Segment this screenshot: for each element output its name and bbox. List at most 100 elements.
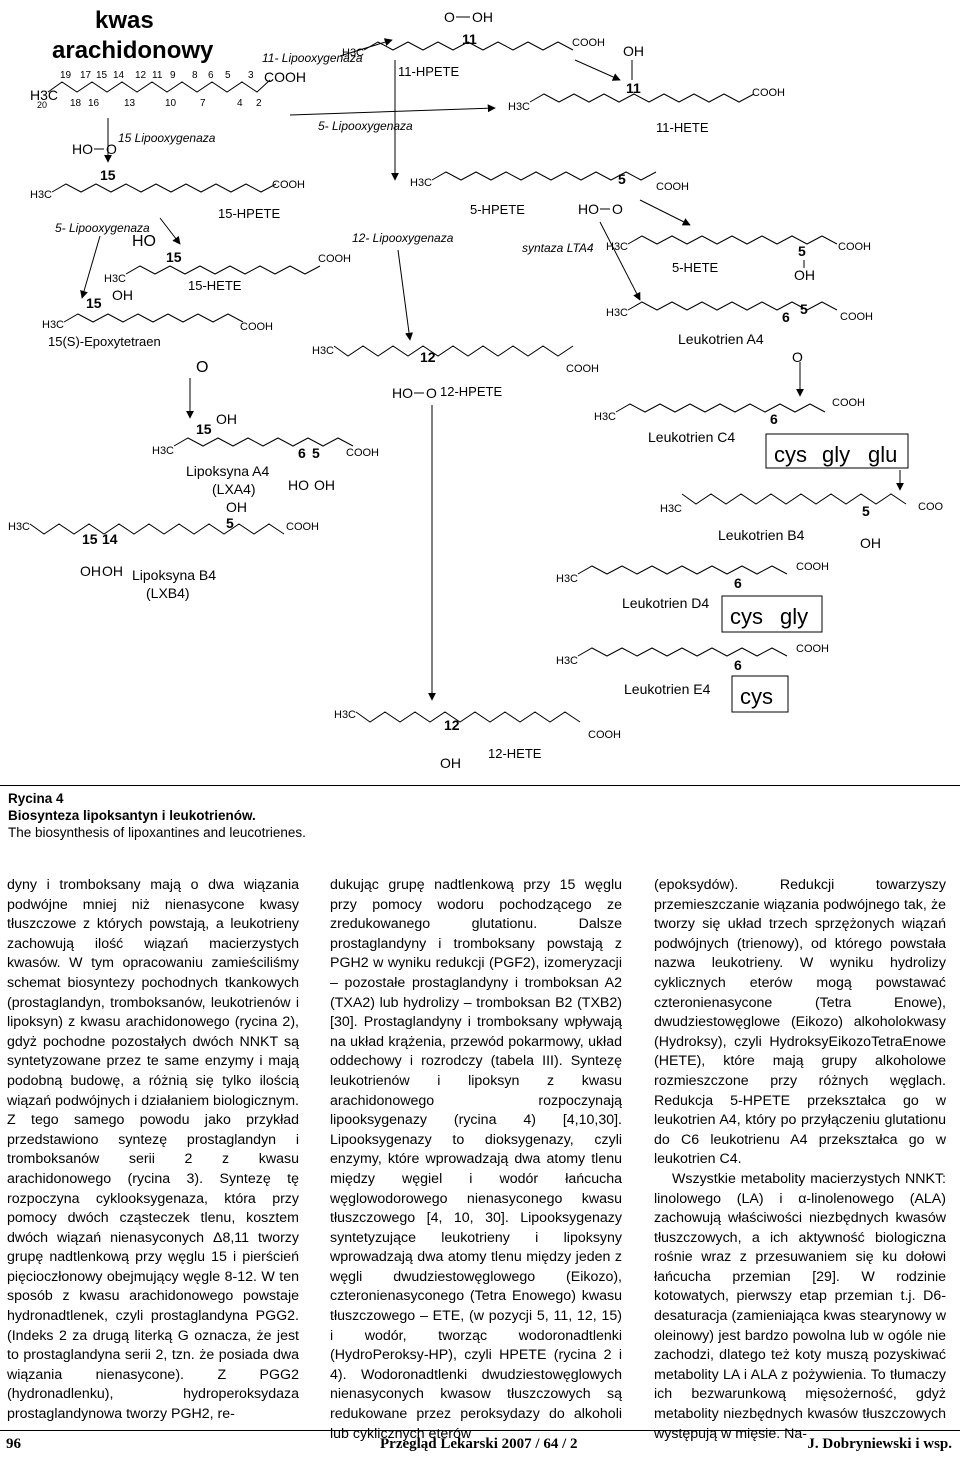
svg-text:2: 2 bbox=[256, 98, 262, 109]
svg-text:6: 6 bbox=[782, 309, 790, 325]
svg-text:6: 6 bbox=[770, 411, 778, 427]
svg-text:5: 5 bbox=[312, 445, 320, 461]
text-column-2: dukując grupę nadtlenkową przy 15 węglu … bbox=[330, 876, 622, 1444]
svg-text:12: 12 bbox=[444, 717, 460, 733]
lta4-label: Leukotrien A4 bbox=[678, 331, 764, 347]
svg-text:H3C: H3C bbox=[660, 503, 682, 515]
ltd4-peptide-box bbox=[721, 595, 823, 633]
hete-5-structure: H3C COOH 5 OH 5-HETE bbox=[606, 235, 871, 283]
column-2-text: dukując grupę nadtlenkową przy 15 węglu … bbox=[330, 877, 622, 1442]
column-1-text: dyny i tromboksany mają o dwa wiązania p… bbox=[7, 877, 299, 1423]
svg-text:O: O bbox=[444, 9, 455, 25]
svg-text:COOH: COOH bbox=[346, 447, 379, 459]
svg-text:COOH: COOH bbox=[318, 253, 351, 265]
hete-15-structure: HO 15 H3C COOH 15-HETE bbox=[104, 233, 351, 293]
svg-text:15: 15 bbox=[166, 249, 182, 265]
svg-text:HO: HO bbox=[72, 141, 93, 157]
enzyme-5-lipooxygenaza-left: 5- Lipooxygenaza bbox=[55, 221, 150, 235]
svg-text:8: 8 bbox=[192, 70, 198, 81]
svg-text:OH: OH bbox=[623, 43, 644, 59]
svg-text:cys: cys bbox=[730, 604, 763, 629]
svg-text:6: 6 bbox=[208, 70, 214, 81]
svg-text:H3C: H3C bbox=[104, 273, 126, 285]
svg-text:gly: gly bbox=[822, 442, 850, 467]
hete-11-structure: H3C COOH OH 11 11-HETE bbox=[508, 43, 785, 135]
hpete-5-label: 5-HPETE bbox=[470, 202, 525, 217]
lxb4-label-1: Lipoksyna B4 bbox=[132, 567, 216, 583]
svg-text:COOH: COOH bbox=[838, 241, 871, 253]
enzyme-15-lipooxygenaza: 15 Lipooxygenaza bbox=[118, 131, 216, 145]
svg-text:HO: HO bbox=[288, 477, 309, 493]
page-number: 96 bbox=[6, 1436, 21, 1452]
hpete-15-label: 15-HPETE bbox=[218, 206, 280, 221]
ltb4-structure: H3C COO 5 OH Leukotrien B4 bbox=[660, 493, 944, 551]
svg-text:H3C: H3C bbox=[42, 319, 64, 331]
svg-text:gly: gly bbox=[780, 604, 808, 629]
lxb4-structure: OH 5 H3C COOH 15 14 OH OH Lipoksyna B4 (… bbox=[8, 499, 319, 601]
svg-text:5: 5 bbox=[618, 171, 626, 187]
svg-text:COOH: COOH bbox=[588, 729, 621, 741]
svg-text:15: 15 bbox=[82, 531, 98, 547]
lxa4-structure: OH 15 H3C COOH 6 5 HO OH Lipoksyna A4 (L… bbox=[152, 411, 379, 497]
lte4-label: Leukotrien E4 bbox=[624, 681, 711, 697]
svg-text:6: 6 bbox=[734, 657, 742, 673]
lxb4-label-2: (LXB4) bbox=[146, 585, 190, 601]
svg-text:COOH: COOH bbox=[566, 363, 599, 375]
text-column-1: dyny i tromboksany mają o dwa wiązania p… bbox=[7, 876, 299, 1425]
lte4-structure: H3C COOH 6 Leukotrien E4 cys bbox=[556, 643, 829, 713]
ltb4-label: Leukotrien B4 bbox=[718, 527, 805, 543]
svg-text:H3C: H3C bbox=[342, 47, 364, 59]
scheme-title-line1: kwas bbox=[95, 7, 154, 34]
svg-text:19: 19 bbox=[60, 70, 72, 81]
hete-12-structure: H3C COOH 12 OH 12-HETE bbox=[334, 709, 621, 771]
svg-text:H3C: H3C bbox=[312, 345, 334, 357]
svg-text:15: 15 bbox=[196, 421, 212, 437]
svg-text:15: 15 bbox=[96, 70, 108, 81]
svg-text:HO: HO bbox=[132, 233, 156, 250]
methyl-label: H3C bbox=[30, 87, 58, 103]
carbon-20-label: 20 bbox=[37, 100, 47, 110]
ltd4-structure: H3C COOH 6 Leukotrien D4 cys gly bbox=[556, 561, 829, 633]
svg-text:5: 5 bbox=[862, 503, 870, 519]
svg-text:OH: OH bbox=[226, 499, 247, 515]
svg-text:H3C: H3C bbox=[8, 521, 30, 533]
svg-text:COOH: COOH bbox=[272, 179, 305, 191]
footer-divider bbox=[0, 1430, 960, 1431]
svg-text:11: 11 bbox=[626, 80, 641, 96]
svg-text:5: 5 bbox=[225, 70, 231, 81]
caption-polish: Biosynteza lipoksantyn i leukotrienów. bbox=[8, 808, 256, 823]
hete-15-label: 15-HETE bbox=[188, 278, 242, 293]
svg-text:OH: OH bbox=[472, 9, 493, 25]
svg-text:H3C: H3C bbox=[556, 655, 578, 667]
svg-text:O: O bbox=[106, 141, 117, 157]
hete-12-label: 12-HETE bbox=[488, 746, 542, 761]
svg-text:HO: HO bbox=[392, 385, 413, 401]
svg-text:COOH: COOH bbox=[796, 561, 829, 573]
svg-text:12: 12 bbox=[420, 349, 436, 365]
lte4-peptide-box bbox=[731, 675, 789, 713]
svg-text:5: 5 bbox=[800, 301, 808, 317]
ltc4-peptide-box bbox=[765, 433, 909, 469]
svg-text:11: 11 bbox=[152, 70, 163, 81]
ltc4-label: Leukotrien C4 bbox=[648, 429, 735, 445]
svg-text:13: 13 bbox=[124, 98, 136, 109]
column-3-paragraph-2: Wszystkie metabolity macierzystych NNKT:… bbox=[654, 1170, 946, 1442]
figure-caption: Rycina 4 Biosynteza lipoksantyn i leukot… bbox=[8, 790, 608, 841]
svg-text:H3C: H3C bbox=[508, 101, 530, 113]
svg-text:O: O bbox=[612, 201, 623, 217]
svg-text:OH: OH bbox=[440, 755, 461, 771]
svg-text:COOH: COOH bbox=[796, 643, 829, 655]
hpete-5-structure: H3C COOH 5 HO O 5-HPETE bbox=[410, 171, 689, 217]
svg-text:6: 6 bbox=[298, 445, 306, 461]
svg-text:10: 10 bbox=[165, 98, 177, 109]
svg-text:COOH: COOH bbox=[832, 397, 865, 409]
scheme-title-line2: arachidonowy bbox=[52, 37, 214, 64]
svg-text:H3C: H3C bbox=[594, 411, 616, 423]
svg-text:14: 14 bbox=[113, 70, 125, 81]
ltd4-label: Leukotrien D4 bbox=[622, 595, 709, 611]
svg-text:cys: cys bbox=[774, 442, 807, 467]
svg-text:6: 6 bbox=[734, 575, 742, 591]
epoxytetraen-structure: OH 15 H3C COOH 15(S)-Epoxytetraen O bbox=[42, 287, 273, 376]
hete-5-label: 5-HETE bbox=[672, 260, 719, 275]
